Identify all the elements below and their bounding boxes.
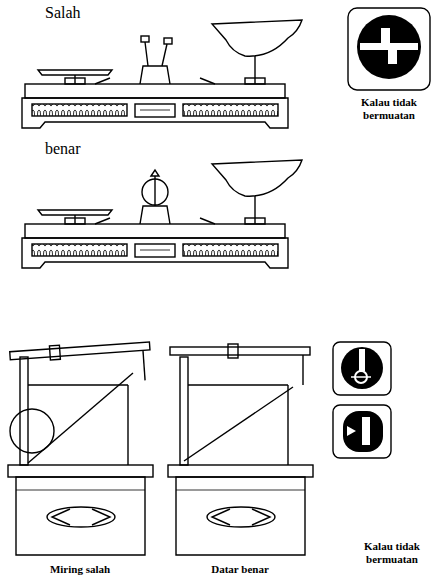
icon-caption: Kalau tidak bermuatan (346, 540, 438, 565)
figure-caption: Datar benar (180, 563, 300, 576)
caption-text: benar (45, 140, 81, 158)
caption-text: Salah (45, 4, 81, 22)
figure-caption: Miring salah (20, 563, 140, 576)
icon-caption: Kalau tidak bermuatan (343, 96, 435, 121)
